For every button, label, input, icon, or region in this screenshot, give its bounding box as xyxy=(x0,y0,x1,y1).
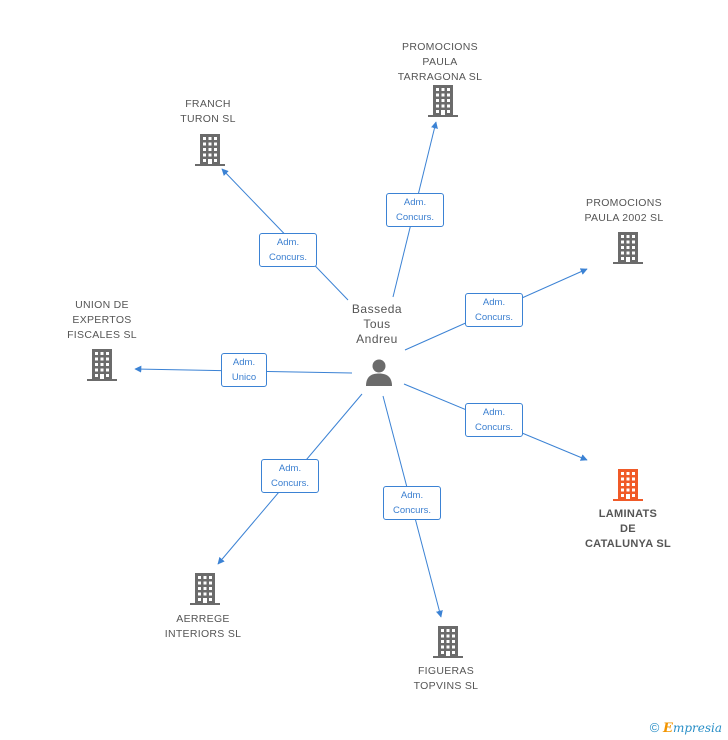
node-label-figueras-topvins[interactable]: FIGUERAS TOPVINS SL xyxy=(413,665,479,692)
node-label-laminats-catalunya[interactable]: LAMINATS DE CATALUNYA SL xyxy=(584,508,672,550)
building-icon[interactable] xyxy=(195,134,225,171)
building-icon[interactable] xyxy=(428,85,458,122)
building-icon[interactable] xyxy=(433,626,463,663)
edge-label-union-expertos-fiscales[interactable]: Adm. Unico xyxy=(221,353,267,387)
building-icon[interactable] xyxy=(613,232,643,269)
empresia-copyright[interactable]: © Empresia xyxy=(650,720,722,736)
empresia-logo-initial: E xyxy=(663,721,673,736)
edge-label-franch-turon[interactable]: Adm. Concurs. xyxy=(259,233,317,267)
node-label-franch-turon[interactable]: FRANCH TURON SL xyxy=(180,98,236,125)
center-person-label[interactable]: Basseda Tous Andreu xyxy=(351,302,403,346)
node-label-union-expertos-fiscales[interactable]: UNION DE EXPERTOS FISCALES SL xyxy=(67,299,137,341)
building-icon[interactable] xyxy=(613,469,643,506)
edge-label-laminats-catalunya[interactable]: Adm. Concurs. xyxy=(465,403,523,437)
empresia-logo-text: mpresia xyxy=(672,721,722,735)
edge-label-promocions-paula-tarragona[interactable]: Adm. Concurs. xyxy=(386,193,444,227)
edge-label-promocions-paula-2002[interactable]: Adm. Concurs. xyxy=(465,293,523,327)
node-label-promocions-paula-2002[interactable]: PROMOCIONS PAULA 2002 SL xyxy=(584,197,664,224)
building-icon[interactable] xyxy=(190,573,220,610)
person-icon[interactable] xyxy=(364,357,394,387)
node-label-aerrege-interiors[interactable]: AERREGE INTERIORS SL xyxy=(164,613,242,640)
copyright-symbol: © xyxy=(649,720,660,735)
building-icon[interactable] xyxy=(87,349,117,386)
edge-label-aerrege-interiors[interactable]: Adm. Concurs. xyxy=(261,459,319,493)
node-label-promocions-paula-tarragona[interactable]: PROMOCIONS PAULA TARRAGONA SL xyxy=(397,41,483,83)
edge-label-figueras-topvins[interactable]: Adm. Concurs. xyxy=(383,486,441,520)
